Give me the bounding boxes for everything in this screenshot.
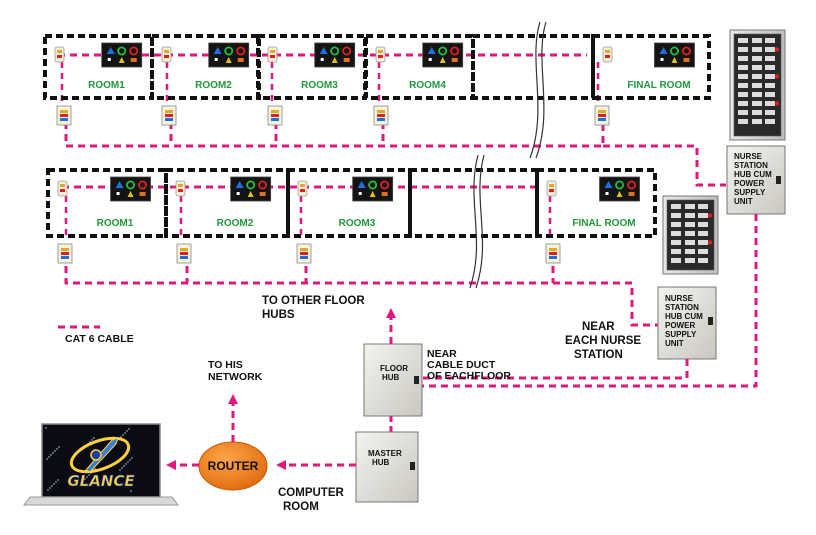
bed-console-icon: [422, 42, 464, 68]
nurse-station-hub-2: NURSE STATION HUB CUM POWER SUPPLY UNIT: [657, 286, 717, 360]
bed-console-icon: [314, 42, 356, 68]
cat6-cable: [169, 122, 385, 146]
room-label: FINAL ROOM: [572, 218, 635, 229]
room-label: ROOM1: [97, 218, 134, 229]
room-box: ROOM4: [364, 34, 475, 100]
break-line: [529, 21, 541, 159]
room-box: FINAL ROOM: [535, 168, 657, 238]
bedside-handset-icon: [54, 46, 65, 63]
bed-console-icon: [599, 176, 640, 202]
bed-console-icon: [654, 42, 695, 68]
corridor-call-button-icon: [545, 243, 561, 264]
room-box: ROOM3: [286, 168, 412, 238]
computer-room-note: COMPUTER ROOM: [278, 487, 347, 513]
near-nurse-station-note: NEAR EACH NURSE STATION: [565, 321, 644, 361]
corridor-call-button-icon: [56, 105, 72, 126]
bed-console-icon: [230, 176, 272, 202]
floor-2: ROOM1 ROOM2 ROOM3 FINAL ROOM: [46, 154, 660, 327]
room-box: ROOM1: [43, 34, 154, 100]
room-box: ROOM2: [164, 168, 290, 238]
bed-console-icon: [208, 42, 250, 68]
floor-hub: FLOOR HUB: [363, 343, 423, 417]
to-other-floor-hubs-note: TO OTHER FLOOR HUBS: [262, 295, 368, 321]
room-label: ROOM4: [409, 80, 446, 91]
bed-console-icon: [101, 42, 143, 68]
room-label: ROOM2: [195, 80, 232, 91]
master-hub: MASTER HUB: [355, 431, 419, 503]
corridor-call-button-icon: [176, 243, 192, 264]
room-box: ROOM2: [150, 34, 261, 100]
cat6-cable: [418, 214, 758, 388]
corridor-call-button-icon: [373, 105, 389, 126]
break-line: [475, 154, 485, 289]
room-label: ROOM3: [339, 218, 376, 229]
glance-logo-icon: [69, 436, 131, 474]
corridor-call-button-icon: [267, 105, 283, 126]
cat6-cable: [64, 196, 552, 240]
floor-hub-label: FLOOR HUB: [380, 364, 410, 382]
room-box: ROOM3: [256, 34, 367, 100]
bedside-handset-icon: [175, 180, 186, 197]
bedside-handset-icon: [57, 180, 68, 197]
nurse-station-hub-label: NURSE STATION HUB CUM POWER SUPPLY UNIT: [665, 294, 705, 348]
bedside-handset-icon: [602, 46, 613, 63]
corridor-call-button-icon: [594, 105, 610, 126]
cat6-cable: [64, 122, 605, 148]
corridor-call-button-icon: [161, 105, 177, 126]
nurse-station-display-panel: [662, 195, 719, 275]
bed-console-icon: [352, 176, 394, 202]
bedside-handset-icon: [161, 46, 172, 63]
floor-1-rooms: ROOM1 ROOM2 ROOM3 ROOM4 FINAL ROOM: [43, 34, 711, 126]
master-hub-label: MASTER HUB: [368, 449, 404, 467]
bedside-handset-icon: [267, 46, 278, 63]
to-his-network-note: TO HIS NETWORK: [208, 359, 263, 383]
legend: CAT 6 CABLE: [58, 325, 134, 345]
bedside-handset-icon: [375, 46, 386, 63]
room-box: ROOM1: [46, 168, 168, 238]
floor-1: ROOM1 ROOM2 ROOM3 ROOM4 FINAL ROOM: [43, 21, 726, 187]
room-label: ROOM3: [301, 80, 338, 91]
bedside-handset-icon: [546, 180, 557, 197]
room-box: FINAL ROOM: [591, 34, 711, 100]
cat6-cable: [603, 144, 726, 187]
corridor-call-button-icon: [296, 243, 312, 264]
router-label: ROUTER: [208, 459, 259, 473]
bed-console-icon: [110, 176, 151, 202]
legend-label: CAT 6 CABLE: [65, 333, 134, 345]
room-label: ROOM2: [217, 218, 254, 229]
bedside-handset-icon: [297, 180, 308, 197]
break-line: [469, 154, 479, 289]
router: ROUTER: [198, 441, 268, 491]
room-gap: [408, 168, 539, 238]
floor-2-rooms: ROOM1 ROOM2 ROOM3 FINAL ROOM: [46, 168, 657, 264]
nurse-station-hub-label: NURSE STATION HUB CUM POWER SUPPLY UNIT: [734, 152, 774, 206]
room-gap: [471, 34, 595, 100]
cat6-cable: [185, 266, 555, 283]
break-line: [535, 21, 547, 159]
near-cable-duct-note: NEAR CABLE DUCT OF EACHFLOOR: [427, 348, 511, 382]
room-label: ROOM1: [88, 80, 125, 91]
nurse-station-display-panel: [729, 29, 786, 141]
nurse-station-hub-1: NURSE STATION HUB CUM POWER SUPPLY UNIT: [726, 145, 786, 215]
computer-monitor: GLANCE: [23, 423, 179, 506]
monitor-brand-text: GLANCE: [67, 472, 135, 490]
corridor-call-button-icon: [57, 243, 73, 264]
cat6-cable: [64, 266, 660, 327]
cat6-cable: [418, 359, 689, 380]
room-label: FINAL ROOM: [627, 80, 690, 91]
